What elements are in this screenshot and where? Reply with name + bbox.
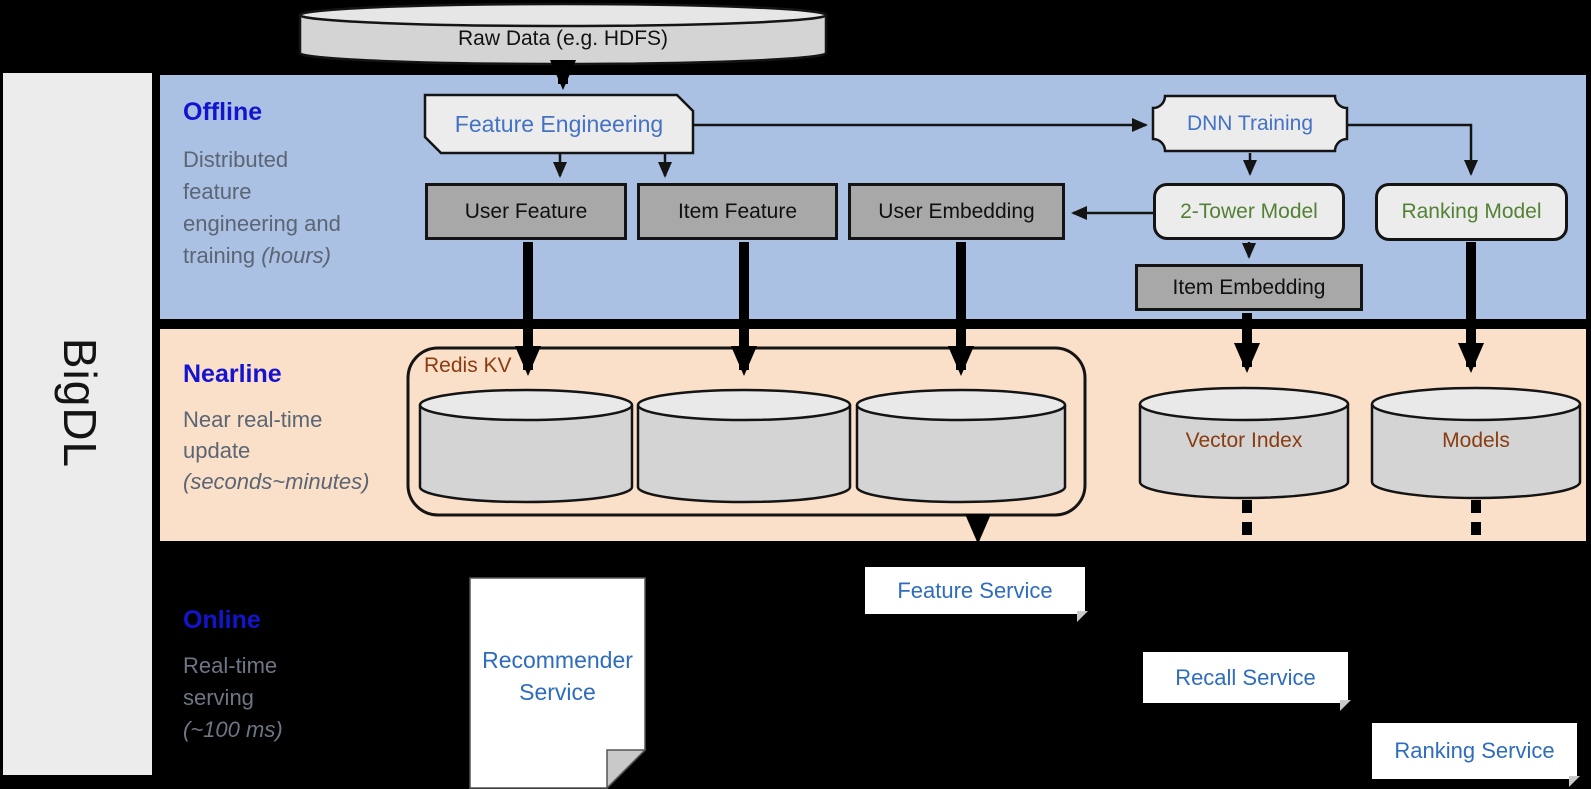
models-label: Models — [1442, 429, 1510, 452]
recall-service-box: Recall Service — [1143, 652, 1351, 711]
node-user-feature: User Feature — [425, 183, 627, 240]
offline-title: Offline — [183, 98, 263, 126]
nearline-title: Nearline — [183, 360, 282, 388]
node-two-tower-model: 2-Tower Model — [1153, 183, 1345, 240]
node-ranking-model: Ranking Model — [1375, 183, 1568, 241]
offline-description: Distributed feature engineering and trai… — [183, 147, 341, 268]
node-item-feature: Item Feature — [637, 183, 838, 240]
online-description: Real-time serving (~100 ms) — [183, 653, 283, 742]
recommender-service-label: Recommender Service — [482, 647, 633, 705]
node-dnn-training: DNN Training — [1186, 111, 1314, 135]
feature-service-box: Feature Service — [865, 567, 1088, 622]
node-user-embedding: User Embedding — [848, 183, 1065, 240]
nearline-description: Near real-time update (seconds~minutes) — [183, 407, 370, 494]
vector-index-label: Vector Index — [1185, 429, 1303, 452]
node-feature-engineering: Feature Engineering — [454, 110, 664, 137]
ranking-service-box: Ranking Service — [1372, 723, 1580, 787]
bigdl-sidebar: BigDL — [3, 73, 152, 775]
redis-kv-label: Redis KV — [424, 354, 512, 377]
node-item-embedding: Item Embedding — [1135, 264, 1363, 311]
online-title: Online — [183, 606, 261, 634]
raw-data-label: Raw Data (e.g. HDFS) — [457, 27, 669, 50]
bigdl-label: BigDL — [54, 337, 106, 469]
document-folded-corner — [606, 749, 647, 789]
